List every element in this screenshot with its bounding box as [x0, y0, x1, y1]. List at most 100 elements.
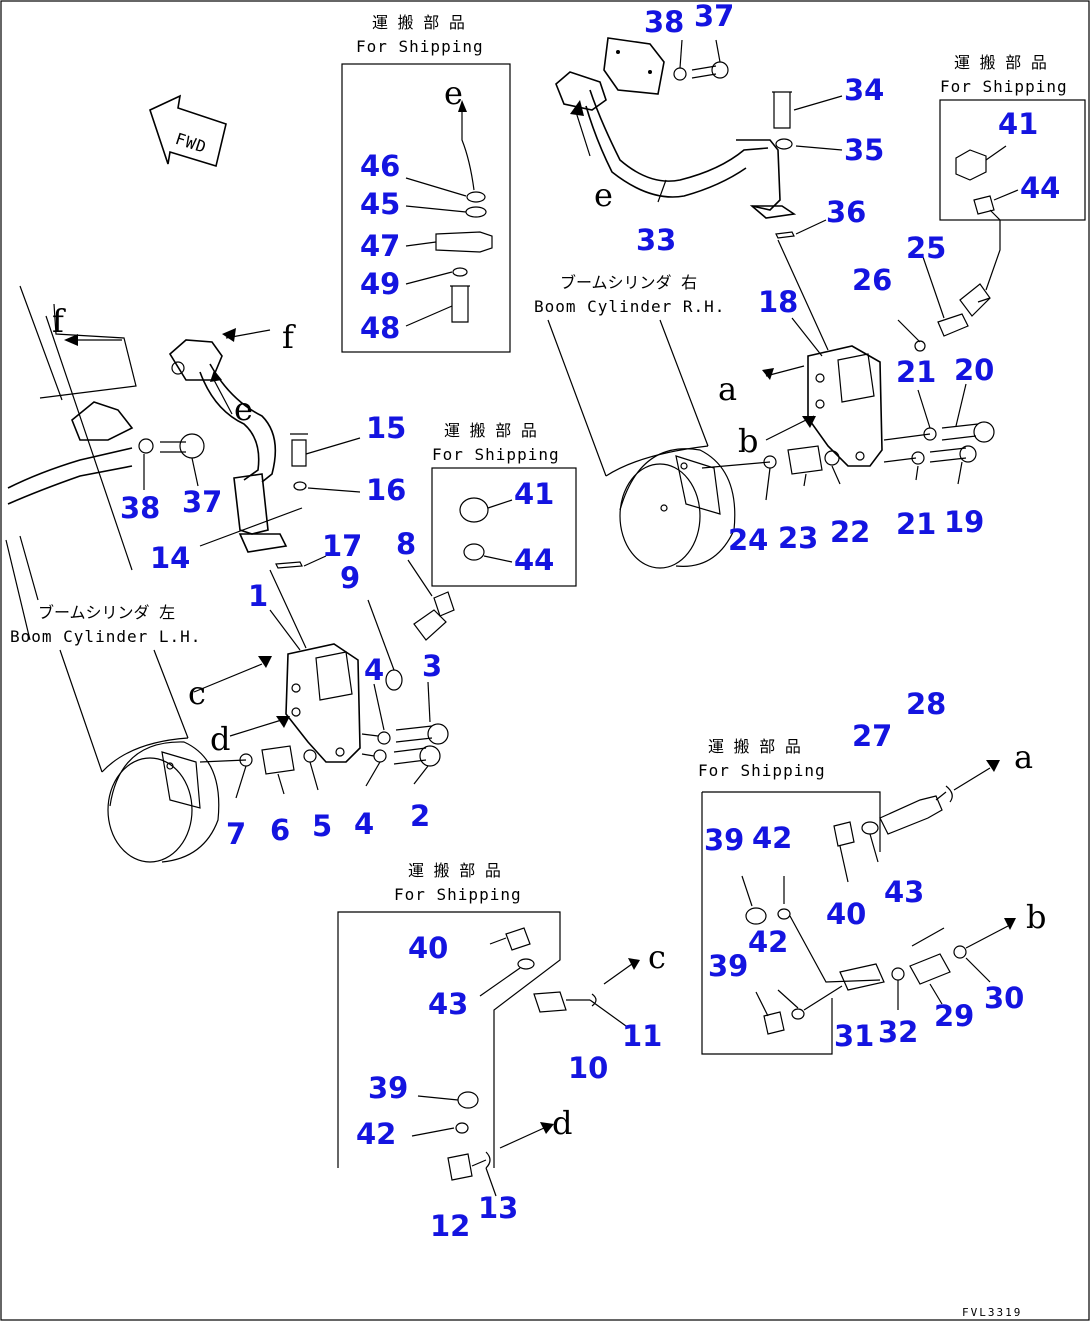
- part-number-37: 37: [694, 0, 734, 33]
- connector-b-box: b: [1026, 898, 1046, 936]
- svg-text:運 搬 部 品: 運 搬 部 品: [444, 421, 537, 440]
- part-number-29: 29: [934, 999, 974, 1033]
- part-number-41: 41: [514, 477, 554, 511]
- part-number-callouts: 1 2 3 4 4 5 6 7 8 9 10 11 12 13 14 15 16…: [120, 0, 1060, 1243]
- part-number-30: 30: [984, 981, 1024, 1015]
- part-number-40: 40: [826, 897, 866, 931]
- part-number-32: 32: [878, 1015, 918, 1049]
- part-number-49: 49: [360, 267, 400, 301]
- part-number-7: 7: [226, 817, 246, 851]
- svg-text:For Shipping: For Shipping: [698, 761, 826, 780]
- fwd-arrow-icon: FWD: [149, 94, 227, 168]
- part-number-15: 15: [366, 411, 406, 445]
- connector-c-box: c: [648, 938, 666, 976]
- part-number-10: 10: [568, 1051, 608, 1085]
- part-number-12: 12: [430, 1209, 470, 1243]
- valve-block-1: [193, 559, 455, 799]
- part-number-26: 26: [852, 263, 892, 297]
- part-number-21: 21: [896, 507, 936, 541]
- part-number-37: 37: [182, 485, 222, 519]
- part-number-48: 48: [360, 311, 400, 345]
- part-number-34: 34: [844, 73, 884, 107]
- svg-text:For Shipping: For Shipping: [432, 445, 560, 464]
- connector-d-valve1: d: [210, 720, 230, 758]
- part-number-44: 44: [1020, 171, 1060, 205]
- connector-a-valve18: a: [718, 370, 737, 408]
- part-number-1: 1: [248, 579, 268, 613]
- part-number-24: 24: [728, 523, 768, 557]
- part-number-16: 16: [366, 473, 406, 507]
- part-number-23: 23: [778, 521, 818, 555]
- boom-cylinder-right: ブームシリンダ 右 Boom Cylinder R.H.: [534, 273, 736, 569]
- part-number-41: 41: [998, 107, 1038, 141]
- figure-code: FVL3319: [962, 1306, 1022, 1319]
- connector-d-box: d: [552, 1104, 572, 1142]
- part-number-40: 40: [408, 931, 448, 965]
- part-number-45: 45: [360, 187, 400, 221]
- part-number-4: 4: [354, 807, 374, 841]
- part-number-13: 13: [478, 1191, 518, 1225]
- part-number-43: 43: [428, 987, 468, 1021]
- part-number-21: 21: [896, 355, 936, 389]
- part-number-36: 36: [826, 195, 866, 229]
- box-label-jp: 運 搬 部 品: [372, 13, 465, 32]
- shipping-box-top-right: 運 搬 部 品 For Shipping: [939, 53, 1086, 221]
- part-number-39: 39: [368, 1071, 408, 1105]
- part-number-39: 39: [704, 823, 744, 857]
- cylinder-label-right-jp: ブームシリンダ 右: [560, 273, 697, 292]
- svg-text:運 搬 部 品: 運 搬 部 品: [408, 861, 501, 880]
- part-number-14: 14: [150, 541, 190, 575]
- part-number-28: 28: [906, 687, 946, 721]
- shipping-box-lower-right: 運 搬 部 品 For Shipping: [698, 737, 1016, 1055]
- part-number-11: 11: [622, 1019, 662, 1053]
- connector-c-valve1: c: [188, 674, 206, 712]
- part-number-42: 42: [752, 821, 792, 855]
- cylinder-label-left-jp: ブームシリンダ 左: [38, 603, 175, 622]
- box-label-en: For Shipping: [356, 37, 484, 56]
- part-number-2: 2: [410, 799, 430, 833]
- part-number-38: 38: [644, 5, 684, 39]
- fwd-label: FWD: [173, 129, 209, 157]
- part-number-44: 44: [514, 543, 554, 577]
- cylinder-label-right-en: Boom Cylinder R.H.: [534, 297, 725, 316]
- part-number-42: 42: [356, 1117, 396, 1151]
- connector-f-pipe14: f: [282, 318, 296, 356]
- pipe-33-assembly: [555, 37, 843, 239]
- part-number-43: 43: [884, 875, 924, 909]
- part-number-17: 17: [322, 529, 362, 563]
- pipe-14-assembly: [7, 285, 361, 571]
- connector-f-left: f: [52, 302, 66, 340]
- shipping-box-middle: 運 搬 部 品 For Shipping: [431, 421, 577, 587]
- part-number-20: 20: [954, 353, 994, 387]
- part-number-31: 31: [834, 1019, 874, 1053]
- shipping-box-top-center: 運 搬 部 品 For Shipping: [341, 13, 511, 353]
- part-number-46: 46: [360, 149, 400, 183]
- part-number-35: 35: [844, 133, 884, 167]
- part-number-39: 39: [708, 949, 748, 983]
- svg-text:運 搬 部 品: 運 搬 部 品: [708, 737, 801, 756]
- connector-e-top: e: [444, 74, 463, 112]
- part-number-8: 8: [396, 527, 416, 561]
- part-number-47: 47: [360, 229, 400, 263]
- part-number-5: 5: [312, 809, 332, 843]
- part-number-22: 22: [830, 515, 870, 549]
- svg-text:For Shipping: For Shipping: [394, 885, 522, 904]
- svg-text:運 搬 部 品: 運 搬 部 品: [954, 53, 1047, 72]
- cylinder-label-left-en: Boom Cylinder L.H.: [10, 627, 201, 646]
- part-number-9: 9: [340, 561, 360, 595]
- part-number-25: 25: [906, 231, 946, 265]
- connector-a-box: a: [1014, 738, 1033, 776]
- part-number-42: 42: [748, 925, 788, 959]
- shipping-box-lower-center: 運 搬 部 品 For Shipping: [337, 861, 640, 1197]
- part-number-33: 33: [636, 223, 676, 257]
- part-number-27: 27: [852, 719, 892, 753]
- part-number-38: 38: [120, 491, 160, 525]
- connector-e-pipe33: e: [594, 176, 613, 214]
- svg-text:For Shipping: For Shipping: [940, 77, 1068, 96]
- part-number-19: 19: [944, 505, 984, 539]
- boom-cylinder-left: ブームシリンダ 左 Boom Cylinder L.H.: [5, 535, 220, 863]
- valve-block-18: [701, 209, 1001, 501]
- connector-e-pipe14: e: [234, 390, 253, 428]
